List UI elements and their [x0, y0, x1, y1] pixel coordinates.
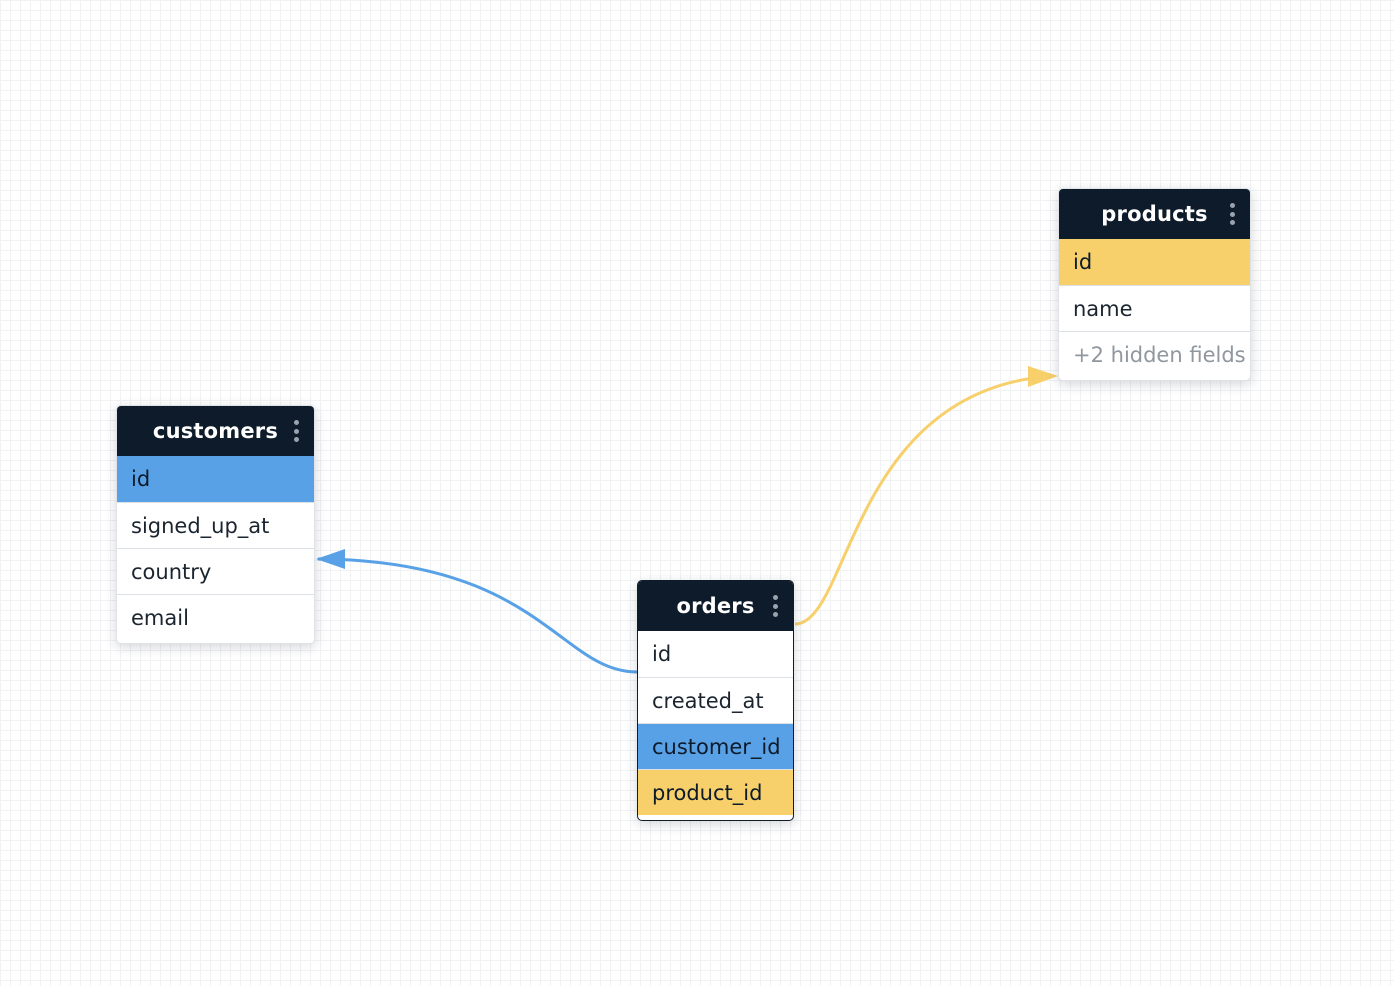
table-header-products[interactable]: products [1059, 189, 1250, 239]
relation-orders-customers[interactable] [317, 557, 638, 674]
vertical-ellipsis-icon[interactable] [767, 593, 783, 619]
table-title-products: products [1101, 202, 1208, 226]
hidden-fields-toggle[interactable]: +2 hidden fields [1059, 331, 1250, 377]
field-orders-product-id[interactable]: product_id [638, 769, 793, 815]
field-customers-email[interactable]: email [117, 594, 314, 640]
field-customers-country[interactable]: country [117, 548, 314, 594]
table-title-customers: customers [152, 419, 279, 443]
field-products-name[interactable]: name [1059, 285, 1250, 331]
table-orders[interactable]: orders id created_at customer_id product… [637, 580, 794, 821]
field-orders-created-at[interactable]: created_at [638, 677, 793, 723]
field-products-id[interactable]: id [1059, 239, 1250, 285]
table-customers[interactable]: customers id signed_up_at country email [116, 405, 315, 644]
field-orders-id[interactable]: id [652, 642, 672, 666]
table-header-orders[interactable]: orders [638, 581, 793, 631]
field-customers-id[interactable]: id [117, 456, 314, 502]
table-header-customers[interactable]: customers [117, 406, 314, 456]
relation-arrowhead-customers [316, 549, 345, 569]
vertical-ellipsis-icon[interactable] [288, 418, 304, 444]
field-customers-signed-up-at[interactable]: signed_up_at [117, 502, 314, 548]
vertical-ellipsis-icon[interactable] [1224, 201, 1240, 227]
field-orders-customer-id[interactable]: customer_id [638, 723, 793, 769]
table-products[interactable]: products id name +2 hidden fields [1058, 188, 1251, 381]
relation-orders-products[interactable] [794, 374, 1053, 626]
table-title-orders: orders [676, 594, 755, 618]
relation-arrowhead-products [1028, 366, 1058, 387]
